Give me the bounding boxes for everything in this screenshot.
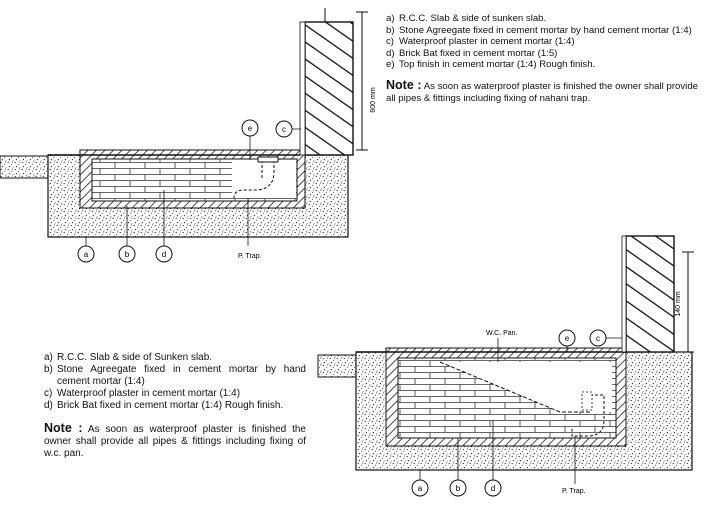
top-trap-grating: [257, 156, 279, 163]
top-left-ground: [0, 155, 49, 179]
legend-text: Waterproof plaster in cement mortar (1:4…: [399, 36, 575, 48]
bottom-detail-section: 140 mm W.C. Pan. e c a b d P. Trap.: [317, 235, 694, 497]
bottom-p-trap: [571, 394, 605, 437]
bottom-note: Note : As soon as waterproof plaster is …: [44, 422, 306, 460]
bottom-callout-e: [558, 329, 576, 347]
top-callout-a-label: a: [84, 250, 89, 259]
bottom-callout-d: [484, 479, 502, 497]
top-p-trap: [233, 160, 275, 199]
top-note-text: As soon as waterproof plaster is finishe…: [386, 80, 698, 104]
top-legend: a) R.C.C. Slab & side of sunken slab. b) S…: [386, 13, 698, 105]
legend-text: R.C.C. Slab & side of Sunken slab.: [57, 352, 213, 363]
bottom-dimension-label: 140 mm: [675, 291, 682, 316]
legend-key: d): [386, 47, 395, 59]
legend-item: d) Brick Bat fixed in cement mortar (1:5): [386, 48, 698, 60]
legend-text: Stone Agreegate fixed in cement mortar b…: [57, 364, 306, 387]
bottom-callout-e-label: e: [565, 334, 570, 343]
legend-key: a): [386, 13, 395, 24]
top-trap-label: P. Trap.: [238, 253, 262, 260]
top-callout-b-label: b: [125, 250, 130, 259]
bottom-callout-d-label: d: [491, 484, 495, 493]
bottom-trap-socket: [581, 391, 593, 411]
top-callout-d-label: d: [162, 250, 166, 259]
bottom-pan-label: W.C. Pan.: [486, 330, 518, 337]
top-wall-plaster: [299, 21, 306, 156]
bottom-callout-b-label: b: [456, 484, 461, 493]
top-callout-b: [118, 245, 136, 263]
bottom-wc-pan-outline: [439, 361, 590, 413]
top-note: Note : As soon as waterproof plaster is …: [386, 79, 698, 105]
legend-item: d) Brick Bat fixed in cement mortar (1:4)…: [44, 400, 306, 412]
legend-text: R.C.C. Slab & side of sunken slab.: [399, 13, 547, 24]
bottom-note-text: As soon as waterproof plaster is finishe…: [44, 424, 306, 459]
top-callout-e: [241, 119, 259, 137]
top-legend-items: a) R.C.C. Slab & side of sunken slab. b) S…: [386, 13, 698, 71]
bottom-wc-pan-area: [440, 362, 612, 412]
top-callout-c-label: c: [282, 125, 286, 134]
legend-key: d): [44, 400, 53, 411]
bottom-left-ground: [317, 354, 361, 378]
top-callout-e-label: e: [248, 124, 253, 133]
top-detail-section: 600 mm e c a b d P. Trap.: [0, 8, 377, 263]
legend-key: c): [44, 388, 53, 399]
legend-text: Brick Bat fixed in cement mortar (1:5): [399, 47, 558, 59]
legend-item: a) R.C.C. Slab & side of Sunken slab.: [44, 352, 306, 364]
bottom-callout-c-label: c: [596, 334, 600, 343]
top-callout-c: [275, 120, 293, 138]
top-wall: [304, 21, 354, 156]
bottom-trap-label: P. Trap.: [562, 488, 586, 495]
legend-text: Stone Agreegate fixed in cement mortar b…: [399, 24, 692, 36]
top-callout-a: [77, 245, 95, 263]
legend-item: b) Stone Agreegate fixed in cement mortar…: [386, 25, 698, 37]
legend-key: a): [44, 352, 53, 363]
legend-key: b): [386, 24, 395, 36]
legend-item: c) Waterproof plaster in cement mortar (1…: [44, 388, 306, 400]
bottom-legend-items: a) R.C.C. Slab & side of Sunken slab. b) S…: [44, 352, 306, 412]
legend-text: Brick Bat fixed in cement mortar (1:4) R…: [57, 400, 284, 411]
bottom-callout-b: [449, 479, 467, 497]
bottom-callout-a-label: a: [418, 484, 423, 493]
legend-item: e) Top finish in cement mortar (1:4) Roug…: [386, 59, 698, 71]
legend-item: a) R.C.C. Slab & side of sunken slab.: [386, 13, 698, 25]
legend-text: Top finish in cement mortar (1:4) Rough …: [399, 59, 596, 71]
bottom-callout-a: [411, 479, 429, 497]
legend-key: e): [386, 59, 395, 71]
top-dimension-label: 600 mm: [370, 87, 377, 112]
bottom-wall: [625, 235, 675, 353]
bottom-wall-plaster: [621, 235, 627, 353]
legend-text: Waterproof plaster in cement mortar (1:4…: [57, 388, 241, 399]
bottom-note-label: Note :: [44, 421, 83, 435]
legend-item: c) Waterproof plaster in cement mortar (1…: [386, 36, 698, 48]
top-note-label: Note :: [386, 77, 422, 92]
legend-item: b) Stone Agreegate fixed in cement mortar…: [44, 364, 306, 388]
top-trap-area: [232, 160, 296, 198]
top-callout-d: [155, 245, 173, 263]
legend-key: b): [44, 364, 53, 375]
bottom-callout-c: [589, 329, 607, 347]
bottom-legend: a) R.C.C. Slab & side of Sunken slab. b) S…: [44, 352, 306, 460]
legend-key: c): [386, 36, 394, 48]
